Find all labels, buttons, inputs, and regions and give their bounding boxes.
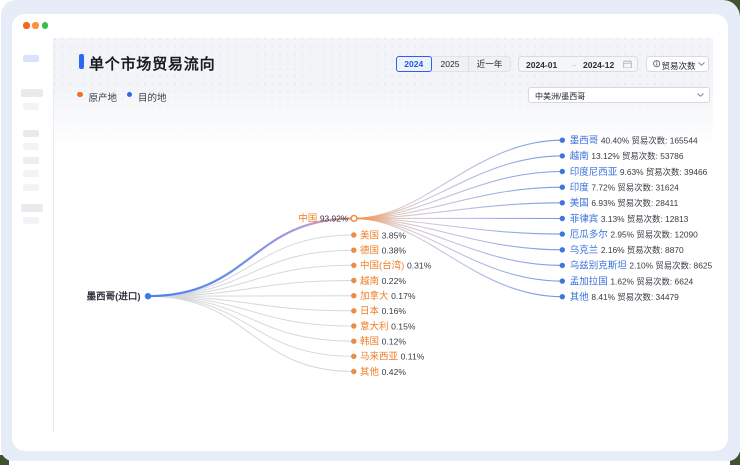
svg-text:菲律宾 3.13% 贸易次数: 12813: 菲律宾 3.13% 贸易次数: 12813 xyxy=(570,213,689,225)
svg-text:中国(台湾) 0.31%: 中国(台湾) 0.31% xyxy=(360,260,432,272)
svg-text:意大利 0.15%: 意大利 0.15% xyxy=(360,320,416,332)
svg-text:乌克兰 2.16% 贸易次数: 8870: 乌克兰 2.16% 贸易次数: 8870 xyxy=(570,244,684,256)
svg-text:越南 0.22%: 越南 0.22% xyxy=(360,275,406,287)
svg-text:印度 7.72% 贸易次数: 31624: 印度 7.72% 贸易次数: 31624 xyxy=(570,182,679,194)
svg-text:墨西哥 40.40% 贸易次数: 165544: 墨西哥 40.40% 贸易次数: 165544 xyxy=(570,136,698,147)
svg-text:马来西亚 0.11%: 马来西亚 0.11% xyxy=(360,352,425,363)
svg-text:其他 8.41% 贸易次数: 34479: 其他 8.41% 贸易次数: 34479 xyxy=(570,291,679,303)
svg-text:越南 13.12% 贸易次数: 53786: 越南 13.12% 贸易次数: 53786 xyxy=(570,150,684,162)
svg-text:美国 3.85%: 美国 3.85% xyxy=(360,229,406,241)
svg-text:其他 0.42%: 其他 0.42% xyxy=(360,366,406,378)
svg-text:印度尼西亚 9.63% 贸易次数: 39466: 印度尼西亚 9.63% 贸易次数: 39466 xyxy=(570,166,708,178)
svg-text:孟加拉国 1.62% 贸易次数: 6624: 孟加拉国 1.62% 贸易次数: 6624 xyxy=(570,275,694,287)
svg-text:中国 93.92%: 中国 93.92% xyxy=(298,213,349,225)
svg-text:加拿大 0.17%: 加拿大 0.17% xyxy=(360,290,416,302)
svg-text:厄瓜多尔 2.95% 贸易次数: 12090: 厄瓜多尔 2.95% 贸易次数: 12090 xyxy=(570,228,698,240)
svg-text:日本 0.16%: 日本 0.16% xyxy=(360,305,406,317)
svg-text:墨西哥(进口): 墨西哥(进口) xyxy=(87,291,141,303)
svg-text:韩国 0.12%: 韩国 0.12% xyxy=(360,336,406,348)
svg-text:乌兹别克斯坦 2.10% 贸易次数: 8625: 乌兹别克斯坦 2.10% 贸易次数: 8625 xyxy=(570,260,713,272)
svg-text:美国 6.93% 贸易次数: 28411: 美国 6.93% 贸易次数: 28411 xyxy=(570,197,679,209)
svg-text:德国 0.38%: 德国 0.38% xyxy=(360,245,406,257)
